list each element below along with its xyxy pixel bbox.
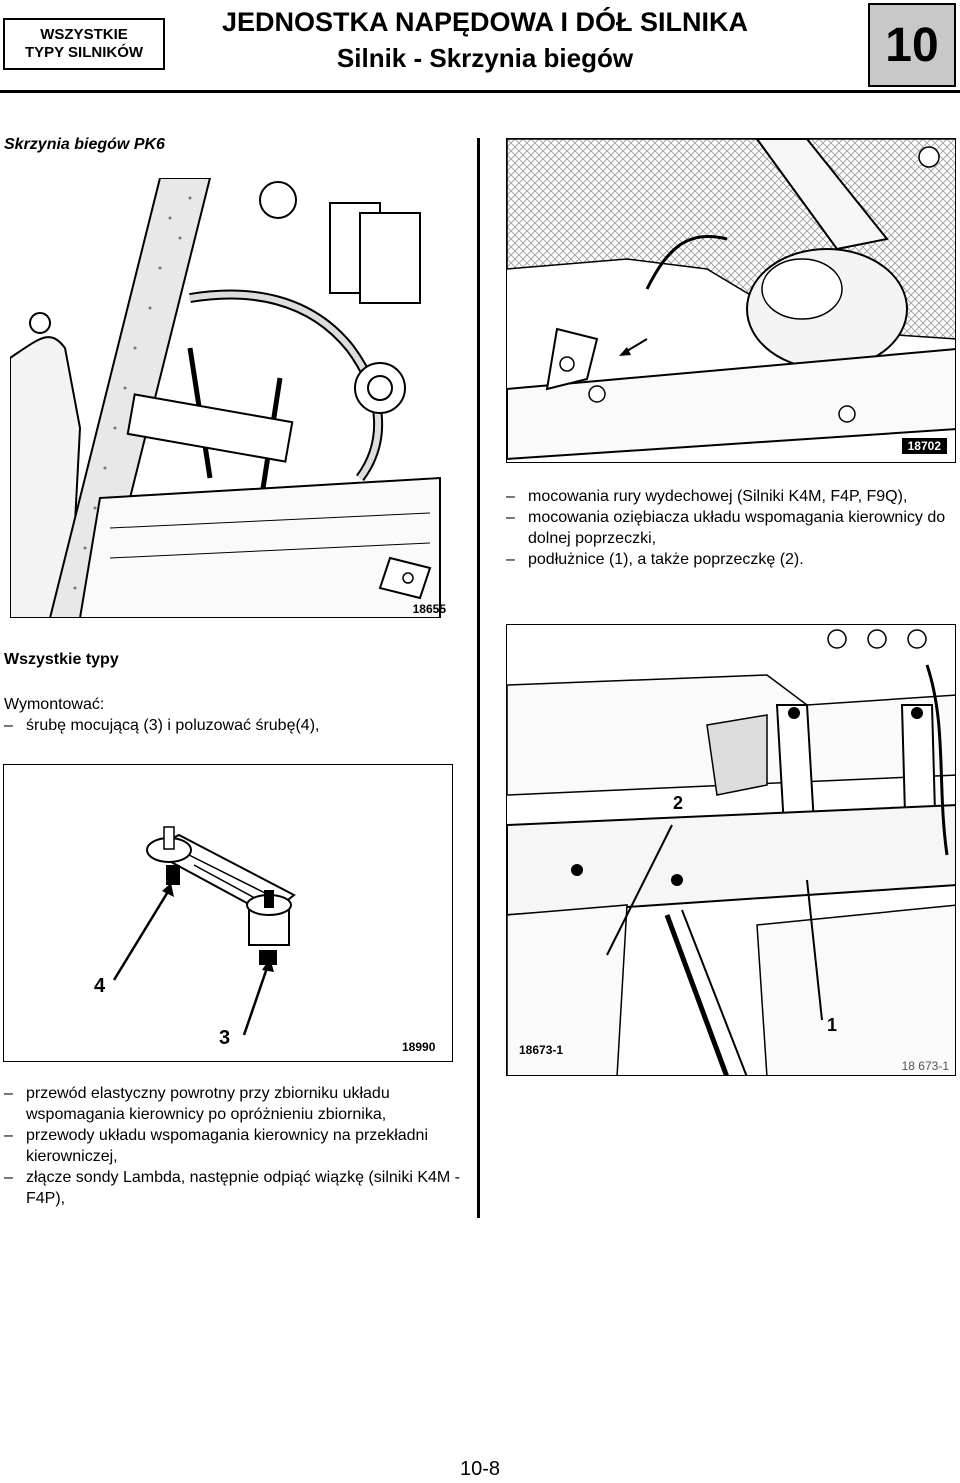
list-item: mocowania rury wydechowej (Silniki K4M, …: [506, 486, 946, 507]
list-item: przewody układu wspomagania kierownicy n…: [4, 1125, 469, 1167]
exhaust-illustration: 18702: [506, 138, 956, 463]
section2-body: Wymontować: śrubę mocującą (3) i poluzow…: [4, 694, 464, 736]
list-item: śrubę mocującą (3) i poluzować śrubę(4),: [4, 715, 464, 736]
crossmember-ref: 18673-1: [519, 1043, 564, 1057]
exhaust-ref: 18702: [901, 438, 947, 454]
engine-type-line1: WSZYSTKIE: [40, 26, 128, 43]
crossmember-ref-2: 18 673-1: [901, 1059, 949, 1073]
page-title: JEDNOSTKA NAPĘDOWA I DÓŁ SILNIKA: [221, 7, 749, 37]
engine-bay-ref: 18655: [412, 602, 446, 616]
section2-intro: Wymontować:: [4, 696, 105, 713]
list-item: podłużnice (1), a także poprzeczkę (2).: [506, 549, 946, 570]
page-subtitle: Silnik - Skrzynia biegów: [336, 43, 634, 73]
crossmember-illustration: 2 1 18673-1 18 673-1: [506, 624, 956, 1076]
section-title-pk6: Skrzynia biegów PK6: [4, 136, 165, 153]
page-header: JEDNOSTKA NAPĘDOWA I DÓŁ SILNIKA Silnik …: [175, 4, 795, 74]
header-divider: [0, 90, 960, 93]
column-divider: [477, 138, 480, 1218]
callout-3: 3: [219, 1027, 231, 1049]
engine-type-line2: TYPY SILNIKÓW: [24, 44, 144, 61]
section-title-all-types: Wszystkie typy: [4, 651, 119, 668]
engine-bay-illustration: 18655: [10, 178, 450, 618]
list-item: mocowania oziębiacza układu wspomagania …: [506, 507, 946, 549]
right-instructions: mocowania rury wydechowej (Silniki K4M, …: [506, 486, 946, 570]
mount-ref: 18990: [402, 1040, 436, 1054]
callout-4: 4: [94, 975, 106, 997]
list-item: przewód elastyczny powrotny przy zbiorni…: [4, 1083, 469, 1125]
list-item: złącze sondy Lambda, następnie odpiąć wi…: [4, 1167, 469, 1209]
callout-2: 2: [673, 793, 684, 813]
engine-type-box: WSZYSTKIE TYPY SILNIKÓW: [3, 18, 165, 70]
chapter-number: 10: [868, 3, 956, 87]
callout-1: 1: [827, 1015, 838, 1035]
gearbox-mount-illustration: 4 3 18990: [3, 764, 453, 1062]
page-number: 10-8: [459, 1458, 501, 1480]
left-instructions: przewód elastyczny powrotny przy zbiorni…: [4, 1083, 469, 1209]
